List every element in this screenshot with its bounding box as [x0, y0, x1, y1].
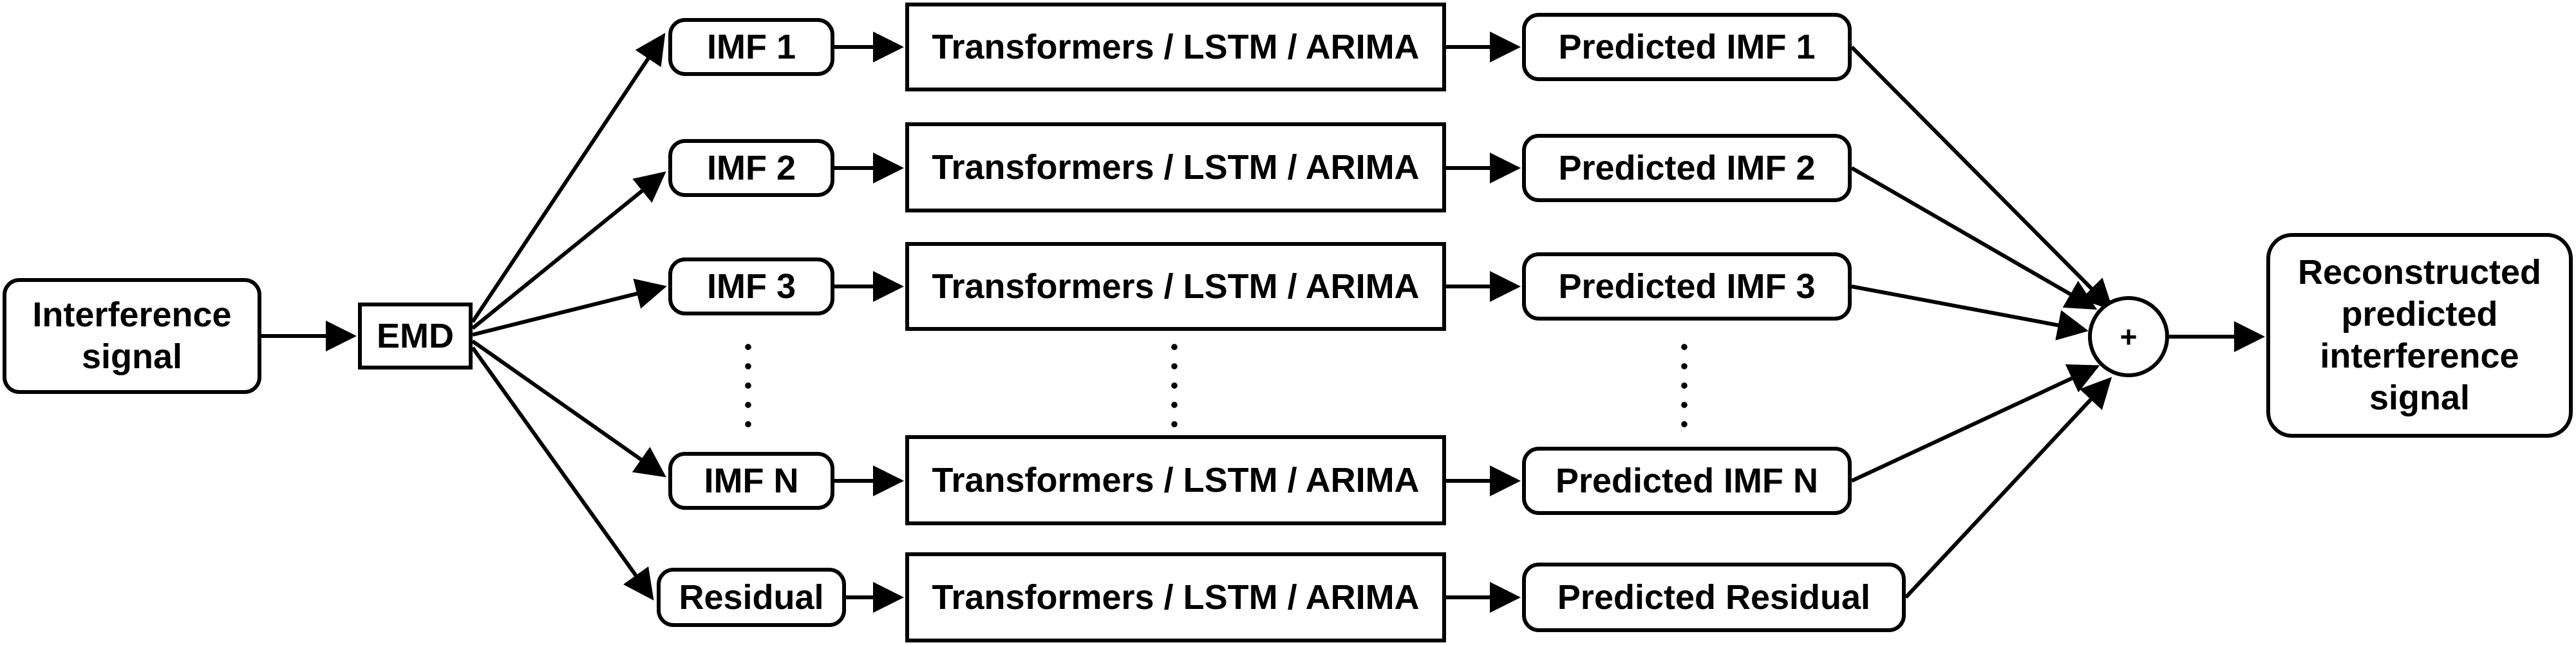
emd-to-imf-2-arrow: [471, 171, 666, 330]
predicted-imf-2-label: Predicted IMF 2: [1558, 148, 1816, 187]
prediction-2-to-sum-arrow: [1850, 166, 2098, 310]
prediction-residual-to-sum-arrow: [1904, 377, 2112, 599]
prediction-n-to-sum-arrow: [1850, 364, 2100, 483]
output-signal-label: Reconstructed predicted interference sig…: [2297, 253, 2542, 417]
imf-n-label: IMF N: [704, 461, 799, 500]
predicted-residual-box: Predicted Residual: [1522, 563, 1906, 632]
imf-2-label: IMF 2: [706, 148, 796, 187]
predicted-imf-1-label: Predicted IMF 1: [1558, 27, 1816, 66]
model-n-box: Transformers / LSTM / ARIMA: [905, 435, 1446, 525]
emd-to-imf-n-arrow: [471, 339, 666, 478]
emd-to-imf-3-arrow: [472, 278, 667, 337]
prediction-3-to-sum-arrow: [1851, 285, 2089, 341]
input-signal-label: Interference signal: [32, 295, 232, 376]
emd-to-imf-1-arrow: [471, 33, 666, 323]
predicted-imf-1-box: Predicted IMF 1: [1522, 13, 1852, 81]
model-n-label: Transformers / LSTM / ARIMA: [932, 460, 1420, 500]
model-residual-label: Transformers / LSTM / ARIMA: [932, 577, 1420, 617]
emd-box: EMD: [358, 303, 473, 369]
predicted-imf-n-box: Predicted IMF N: [1522, 447, 1852, 515]
imf-1-label: IMF 1: [706, 27, 796, 66]
imf-2-box: IMF 2: [668, 139, 834, 197]
model-1-box: Transformers / LSTM / ARIMA: [905, 3, 1446, 91]
predicted-imf-3-box: Predicted IMF 3: [1522, 252, 1852, 321]
model-2-box: Transformers / LSTM / ARIMA: [905, 122, 1446, 212]
emd-label: EMD: [377, 316, 454, 355]
model-2-label: Transformers / LSTM / ARIMA: [932, 147, 1420, 187]
model-1-label: Transformers / LSTM / ARIMA: [932, 27, 1420, 66]
input-signal-box: Interference signal: [3, 278, 261, 394]
prediction-1-to-sum-arrow: [1850, 45, 2114, 311]
emd-to-residual-arrow: [471, 346, 654, 601]
residual-label: Residual: [679, 577, 824, 617]
output-signal-box: Reconstructed predicted interference sig…: [2266, 233, 2573, 438]
imf-ellipsis: [744, 337, 752, 434]
predicted-imf-2-box: Predicted IMF 2: [1522, 134, 1852, 202]
summation-node: +: [2088, 296, 2169, 377]
imf-1-box: IMF 1: [668, 18, 834, 76]
imf-3-box: IMF 3: [668, 257, 834, 315]
predicted-residual-label: Predicted Residual: [1557, 577, 1871, 617]
model-3-label: Transformers / LSTM / ARIMA: [932, 266, 1420, 306]
predicted-imf-n-label: Predicted IMF N: [1555, 461, 1819, 500]
model-residual-box: Transformers / LSTM / ARIMA: [905, 552, 1446, 642]
predicted-imf-3-label: Predicted IMF 3: [1558, 266, 1816, 306]
residual-box: Residual: [657, 568, 846, 627]
prediction-ellipsis: [1680, 337, 1688, 434]
model-3-box: Transformers / LSTM / ARIMA: [905, 242, 1446, 331]
imf-n-box: IMF N: [668, 452, 834, 510]
model-ellipsis: [1170, 337, 1178, 434]
summation-symbol: +: [2120, 320, 2138, 353]
imf-3-label: IMF 3: [706, 266, 796, 306]
